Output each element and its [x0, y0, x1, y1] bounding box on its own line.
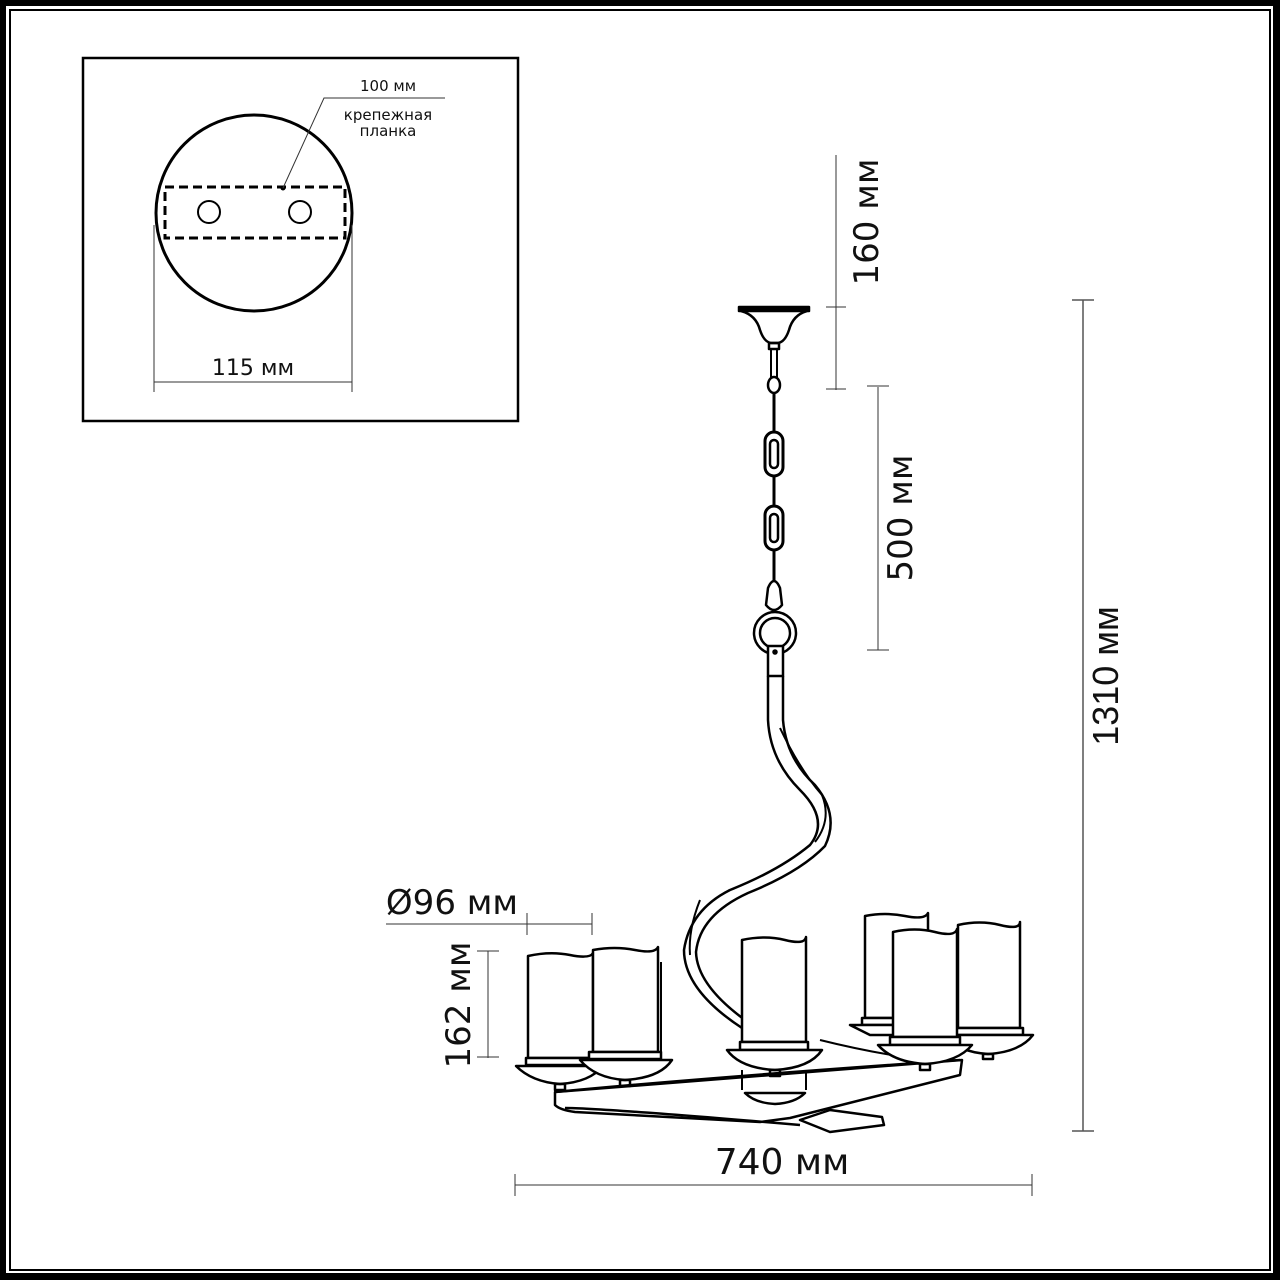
mounting-plate-label-1: крепежная [344, 106, 432, 124]
candle-5 [940, 920, 1035, 1061]
inset-panel: 100 мм крепежная планка 115 мм [81, 56, 520, 423]
canopy-height-label: 160 мм [847, 158, 887, 285]
dimension-diameter: Ø96 мм [386, 883, 593, 935]
plate-length-label: 100 мм [360, 77, 416, 95]
leader-line [282, 97, 445, 189]
total-height-label: 1310 мм [1085, 606, 1126, 746]
shade-height-label: 162 мм [439, 941, 479, 1068]
candle-6 [876, 927, 974, 1072]
screw-hole-left [197, 200, 221, 224]
shade-diameter-label: Ø96 мм [386, 883, 518, 923]
candle-2 [578, 945, 674, 1088]
dimension-shade-height: 162 мм [439, 941, 499, 1069]
canopy-outline [154, 113, 354, 313]
canopy-diameter-label: 115 мм [212, 356, 294, 381]
chandelier [514, 305, 1035, 1134]
total-width-label: 740 мм [715, 1142, 849, 1183]
dimension-500: 500 мм [867, 385, 921, 651]
chain-length-label: 500 мм [881, 454, 921, 581]
ceiling-canopy [737, 305, 811, 351]
chain [763, 430, 785, 612]
screw-hole-right [288, 200, 312, 224]
mounting-plate-label-2: планка [360, 122, 417, 140]
dimension-width: 740 мм [514, 1142, 1033, 1196]
mounting-plate [163, 185, 347, 240]
finial [798, 1108, 886, 1134]
dimension-1310: 1310 мм [1072, 299, 1126, 1132]
drawing-frame-inner [9, 9, 1271, 1271]
dimension-160: 160 мм [826, 155, 887, 390]
candle-3 [725, 935, 824, 1106]
candle-1 [514, 951, 605, 1092]
